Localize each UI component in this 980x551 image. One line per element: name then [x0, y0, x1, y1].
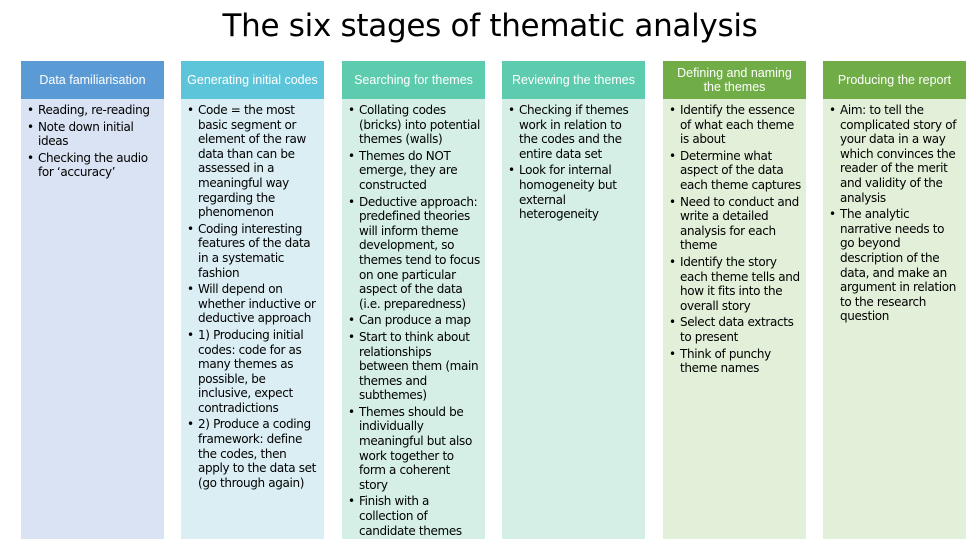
stage-body: Checking if themes work in relation to t… — [502, 99, 645, 539]
stage-body: Aim: to tell the complicated story of yo… — [823, 99, 966, 539]
list-item: Aim: to tell the complicated story of yo… — [828, 103, 961, 205]
list-item: Checking if themes work in relation to t… — [507, 103, 640, 161]
list-item: Reading, re-reading — [26, 103, 159, 118]
stage-body: Collating codes (bricks) into potential … — [342, 99, 485, 539]
stage-item-list: Aim: to tell the complicated story of yo… — [828, 103, 961, 324]
list-item: Checking the audio for ‘accuracy’ — [26, 151, 159, 180]
stage-item-list: Checking if themes work in relation to t… — [507, 103, 640, 222]
list-item: Can produce a map — [347, 313, 480, 328]
list-item: Determine what aspect of the data each t… — [668, 149, 801, 193]
list-item: Start to think about relationships betwe… — [347, 330, 480, 403]
stage-reviewing-the-themes: Reviewing the themes Checking if themes … — [502, 61, 645, 539]
stage-item-list: Code = the most basic segment or element… — [186, 103, 319, 490]
stage-header: Producing the report — [823, 61, 966, 99]
list-item: Identify the essence of what each theme … — [668, 103, 801, 147]
list-item: The analytic narrative needs to go beyon… — [828, 207, 961, 324]
list-item: Collating codes (bricks) into potential … — [347, 103, 480, 147]
stage-header: Reviewing the themes — [502, 61, 645, 99]
stage-generating-initial-codes: Generating initial codes Code = the most… — [181, 61, 324, 539]
list-item: 1) Producing initial codes: code for as … — [186, 328, 319, 416]
list-item: Look for internal homogeneity but extern… — [507, 163, 640, 221]
list-item: Think of punchy theme names — [668, 347, 801, 376]
list-item: Note down initial ideas — [26, 120, 159, 149]
list-item: Deductive approach: predefined theories … — [347, 195, 480, 312]
list-item: Need to conduct and write a detailed ana… — [668, 195, 801, 253]
stage-header: Data familiarisation — [21, 61, 164, 99]
stage-header: Generating initial codes — [181, 61, 324, 99]
stage-searching-for-themes: Searching for themes Collating codes (br… — [342, 61, 485, 539]
list-item: Coding interesting features of the data … — [186, 222, 319, 280]
stage-item-list: Reading, re-reading Note down initial id… — [26, 103, 159, 180]
list-item: Themes do NOT emerge, they are construct… — [347, 149, 480, 193]
list-item: Finish with a collection of candidate th… — [347, 494, 480, 538]
list-item: Themes should be individually meaningful… — [347, 405, 480, 493]
list-item: Select data extracts to present — [668, 315, 801, 344]
stage-producing-the-report: Producing the report Aim: to tell the co… — [823, 61, 966, 539]
stage-body: Reading, re-reading Note down initial id… — [21, 99, 164, 539]
list-item: Identify the story each theme tells and … — [668, 255, 801, 313]
stage-data-familiarisation: Data familiarisation Reading, re-reading… — [21, 61, 164, 539]
list-item: 2) Produce a coding framework: define th… — [186, 417, 319, 490]
stage-header: Defining and naming the themes — [663, 61, 806, 99]
stage-item-list: Collating codes (bricks) into potential … — [347, 103, 480, 538]
stage-header: Searching for themes — [342, 61, 485, 99]
stage-body: Identify the essence of what each theme … — [663, 99, 806, 539]
stage-item-list: Identify the essence of what each theme … — [668, 103, 801, 376]
list-item: Will depend on whether inductive or dedu… — [186, 282, 319, 326]
list-item: Code = the most basic segment or element… — [186, 103, 319, 220]
page-title: The six stages of thematic analysis — [222, 8, 758, 44]
stage-defining-and-naming-the-themes: Defining and naming the themes Identify … — [663, 61, 806, 539]
stage-body: Code = the most basic segment or element… — [181, 99, 324, 539]
